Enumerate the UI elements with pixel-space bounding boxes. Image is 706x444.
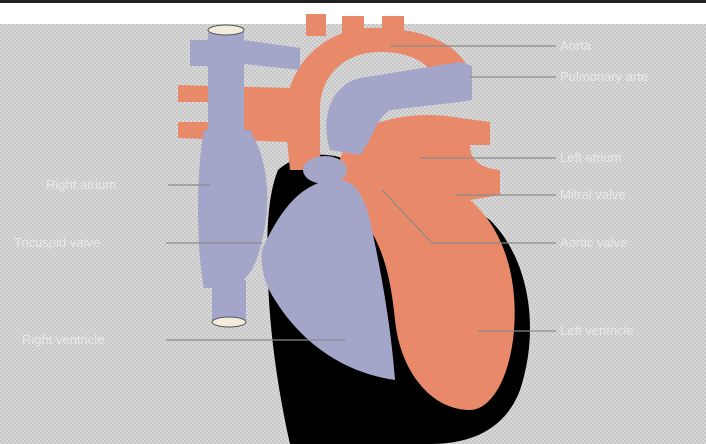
inferior-vena-cava: [212, 280, 246, 322]
aorta-branch-1: [306, 14, 326, 36]
label-mitral-valve: Mitral valve: [560, 187, 626, 202]
label-tricuspid-valve: Tricuspid valve: [14, 235, 100, 250]
valve-blob: [303, 156, 347, 184]
superior-vena-cava: [208, 30, 244, 130]
vena-cava-bottom-opening: [212, 317, 246, 327]
aorta-branch-3: [382, 16, 404, 36]
svc-branch: [190, 40, 212, 66]
label-aortic-valve: Aortic valve: [560, 235, 627, 250]
vena-cava-top-opening: [208, 25, 244, 35]
label-left-atrium: Left atrium: [560, 150, 621, 165]
label-right-atrium: Right atrium: [46, 177, 116, 192]
label-pulmonary-artery: Pulmonary arte: [560, 69, 648, 84]
title-band-text-remnant: [0, 0, 706, 3]
label-left-ventricle: Left ventricle: [560, 323, 634, 338]
aorta-branch-2: [342, 16, 364, 36]
label-aorta: Aorta: [560, 38, 592, 53]
label-right-ventricle: Right ventricle: [22, 332, 104, 347]
